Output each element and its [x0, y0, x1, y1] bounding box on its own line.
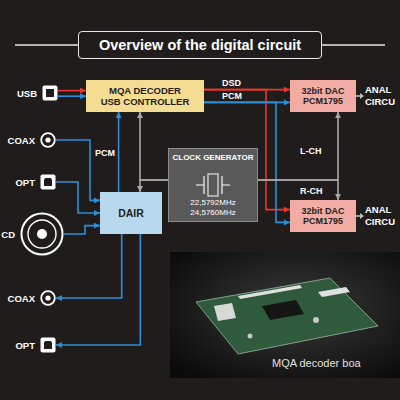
clock-box: CLOCK GENERATOR 22,5792MHz 24,5760MHz [168, 148, 258, 222]
coax-jack-ring [41, 133, 55, 147]
optical-jack-socket [44, 178, 52, 186]
usb-socket [214, 303, 236, 321]
node-label: COAX [8, 293, 35, 304]
signal-line [140, 112, 168, 180]
optical-output-jack: OPT [40, 337, 56, 353]
title-rule [322, 44, 385, 46]
channel-label: R-CH [300, 186, 323, 197]
node-label: 32bit DAC PCM1795 [298, 86, 348, 107]
signal-label: PCM [222, 91, 242, 101]
usb-port-socket [46, 89, 54, 97]
analog-arrowhead [360, 213, 364, 219]
node-label: MQA DECODER USB CONTROLLER [99, 85, 191, 107]
node-label: CLOCK GENERATOR [172, 153, 253, 163]
analog-arrowhead [360, 93, 364, 99]
node-label: COAX [8, 135, 35, 146]
coax-input-jack: COAX [40, 132, 56, 148]
board-part [313, 317, 319, 323]
cd-disc-icon [20, 212, 64, 256]
node-label: CD [1, 229, 15, 240]
coax-jack-pin [45, 295, 50, 300]
title-box: Overview of the digital circuit [78, 31, 322, 59]
signal-line [56, 182, 100, 213]
output-label: CIRCU [365, 216, 395, 228]
board-part [248, 334, 253, 339]
photo-caption: MQA decoder boa [272, 357, 361, 370]
signal-line [58, 90, 86, 92]
title-rule [15, 44, 78, 46]
signal-line [56, 234, 140, 345]
optical-jack-icon [40, 174, 56, 190]
optical-jack-icon [40, 337, 56, 353]
dac-box: 32bit DAC PCM1795 [290, 200, 356, 232]
board-connector [318, 287, 350, 297]
output-label: ANAL [365, 84, 391, 96]
node-label: OPT [15, 177, 35, 188]
signal-line [58, 95, 86, 97]
signal-line [140, 180, 168, 192]
coax-jack-pin [45, 137, 50, 142]
signal-line [258, 180, 338, 200]
coax-output-jack: COAX [40, 290, 56, 306]
cd-source: CD [20, 212, 64, 256]
title-text: Overview of the digital circuit [99, 37, 301, 53]
decoder-chip [262, 300, 304, 320]
optical-jack-body [41, 175, 56, 190]
signal-line [258, 112, 338, 180]
cd-disc-hub [37, 229, 47, 239]
node-label: DAIR [118, 207, 144, 219]
usb-port-body [43, 86, 58, 101]
board-photo [170, 252, 400, 378]
optical-input-jack: OPT [40, 174, 56, 190]
board-connector [238, 285, 302, 299]
signal-line [64, 226, 100, 234]
usb-input-port: USB [42, 85, 58, 101]
usb-port-icon [42, 85, 58, 101]
cd-disc-track [28, 220, 56, 248]
coax-jack-icon [40, 132, 56, 148]
circuit-board [196, 278, 378, 354]
signal-line [118, 112, 120, 192]
signal-label: DSD [222, 78, 241, 88]
signal-label: PCM [95, 148, 115, 158]
node-label: 32bit DAC PCM1795 [298, 206, 348, 227]
output-label: CIRCU [365, 96, 395, 108]
cd-disc-rim [22, 214, 63, 255]
optical-jack-body [41, 338, 56, 353]
output-label: ANAL [365, 204, 391, 216]
receiver-box: DAIR [100, 192, 162, 234]
optical-jack-socket [44, 341, 52, 349]
analog-wire [356, 215, 360, 217]
node-label: OPT [15, 340, 35, 351]
coax-jack-ring [41, 291, 55, 305]
coax-jack-icon [40, 290, 56, 306]
signal-line [56, 234, 122, 298]
node-label: USB [17, 88, 37, 99]
node-label: 22,5792MHz 24,5760MHz [183, 198, 243, 218]
dac-box: 32bit DAC PCM1795 [290, 80, 356, 112]
channel-label: L-CH [300, 146, 322, 157]
analog-wire [356, 95, 360, 97]
decoder-box: MQA DECODER USB CONTROLLER [86, 80, 204, 112]
